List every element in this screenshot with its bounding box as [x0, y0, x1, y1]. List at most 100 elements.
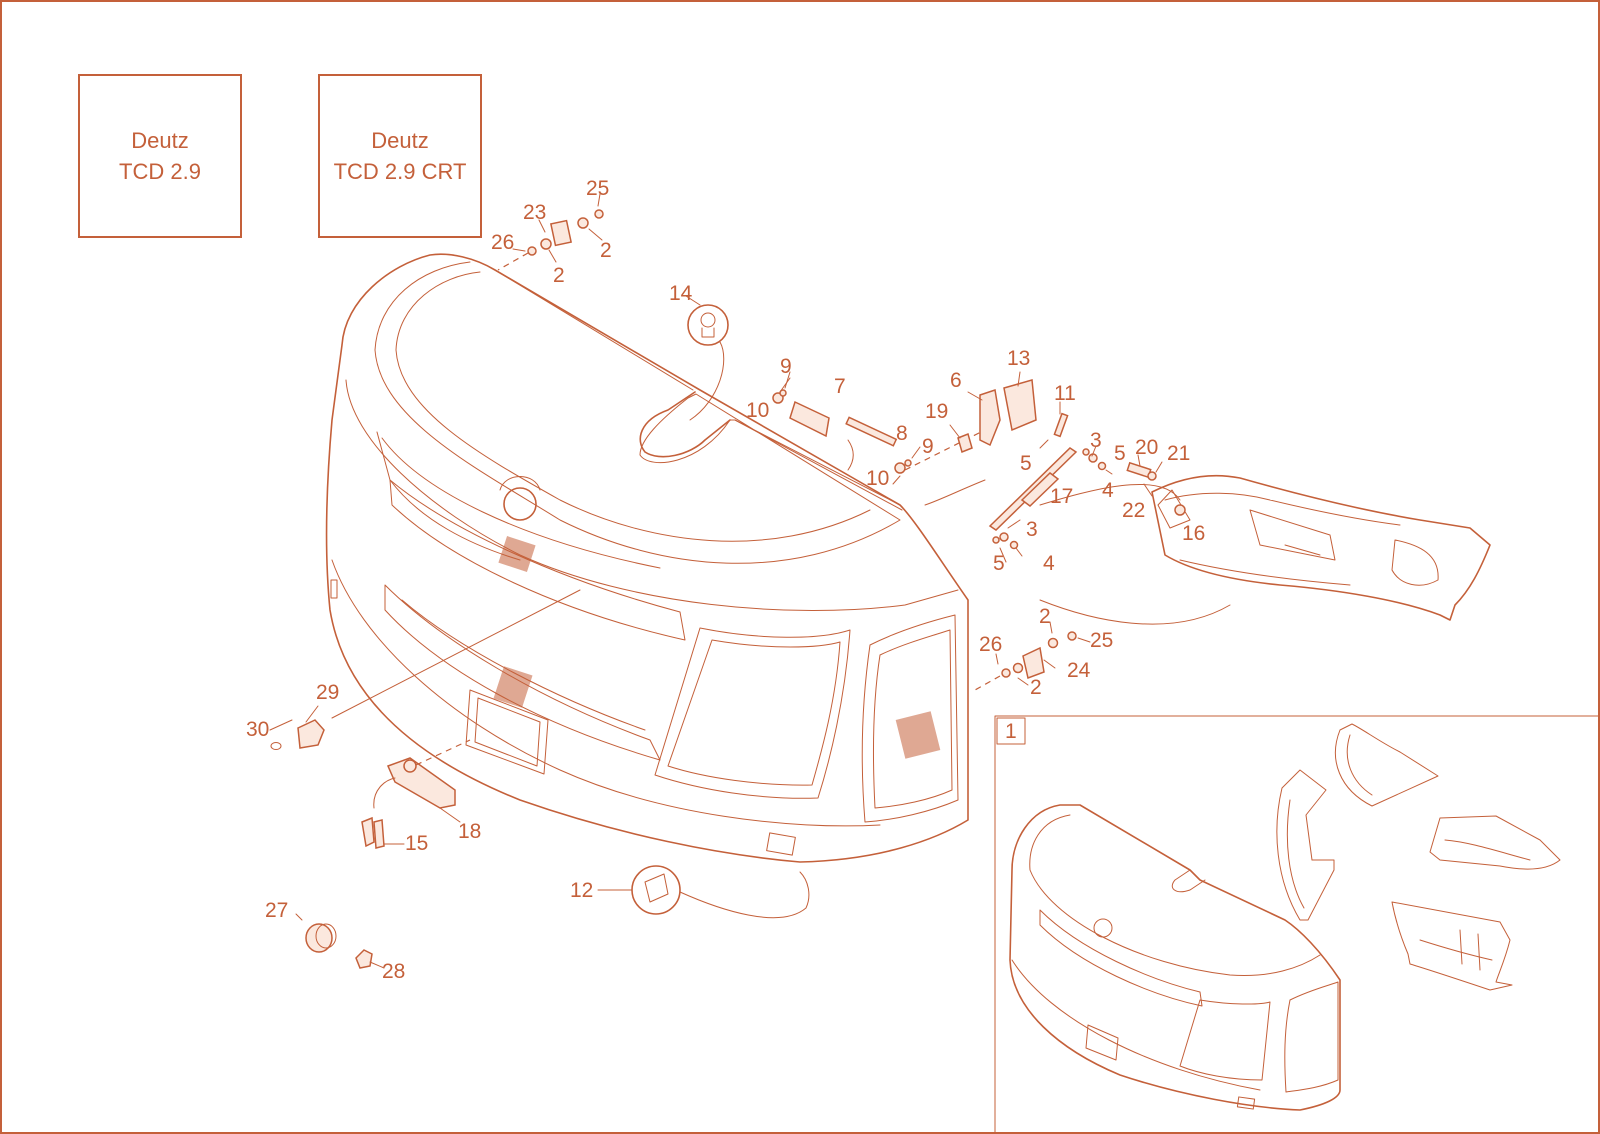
screw-16 — [1174, 504, 1186, 516]
callout-15: 15 — [405, 832, 428, 855]
nut-26a — [527, 246, 537, 256]
lower-bracket-group — [974, 621, 1091, 691]
inset-frame — [994, 715, 1600, 1134]
bolt-25b — [1067, 631, 1077, 641]
plugs-group — [295, 913, 385, 969]
nut-4b — [1009, 540, 1019, 550]
callout-10: 10 — [746, 399, 769, 422]
callout-3: 3 — [1026, 518, 1038, 541]
callout-6: 6 — [950, 369, 962, 392]
latch-6 — [979, 389, 1001, 447]
license-plate-recess — [465, 689, 549, 775]
hood-top-inner — [395, 271, 871, 542]
washer-10b — [894, 462, 906, 474]
washer-2d — [1012, 662, 1024, 674]
inset-part-corner — [1334, 723, 1439, 807]
callout-4: 4 — [1043, 552, 1055, 575]
inset-1 — [994, 715, 1600, 1134]
callout-13: 13 — [1007, 347, 1030, 370]
callout-2: 2 — [553, 264, 565, 287]
callout-25: 25 — [1090, 629, 1113, 652]
bracket-24 — [1022, 646, 1045, 680]
variant-box-tcd29-crt: Deutz TCD 2.9 CRT — [318, 74, 482, 238]
callout-30: 30 — [246, 718, 269, 741]
callout-2: 2 — [600, 239, 612, 262]
support-bracket-16 — [1039, 474, 1491, 625]
hood-emblem — [503, 487, 537, 521]
side-marker — [330, 579, 338, 599]
front-window — [654, 627, 851, 799]
clip-9a — [779, 389, 787, 397]
callout-27: 27 — [265, 899, 288, 922]
hinge-pin-8 — [845, 416, 898, 447]
variant-engine-label: Deutz — [131, 128, 189, 153]
callout-4: 4 — [1102, 479, 1114, 502]
hood-assembly — [325, 253, 969, 863]
callout-23: 23 — [523, 201, 546, 224]
nut-4a — [1097, 461, 1107, 471]
door-handle-18 — [386, 757, 456, 809]
upper-vent-grille — [498, 536, 536, 572]
hood-notch — [639, 391, 731, 458]
stud-20 — [1126, 461, 1152, 479]
inset-part-side-trim — [1276, 769, 1335, 921]
callout-10: 10 — [866, 467, 889, 490]
detail-12 — [597, 865, 810, 919]
washer-5b — [992, 536, 1000, 544]
washer-21 — [1147, 471, 1157, 481]
callout-26: 26 — [491, 231, 514, 254]
upper-grille-band — [389, 479, 686, 641]
hood-outline — [325, 253, 969, 863]
ball-3b — [999, 532, 1009, 542]
callout-11: 11 — [1054, 382, 1076, 405]
detail-14-circle — [687, 304, 729, 346]
callout-24: 24 — [1067, 659, 1091, 682]
striker-13 — [1003, 379, 1037, 432]
callout-9: 9 — [922, 435, 934, 458]
nut-26b — [1001, 668, 1011, 678]
washer-2c — [1047, 637, 1059, 649]
inset-part-flap — [1429, 815, 1561, 870]
bottom-lamp — [766, 832, 796, 856]
callout-14: 14 — [669, 282, 693, 305]
callout-29: 29 — [316, 681, 339, 704]
hood-front-face — [345, 379, 959, 612]
hinge-group — [772, 371, 986, 485]
hood-side-panel — [861, 614, 959, 823]
callout-2: 2 — [1039, 605, 1051, 628]
gas-strut-group — [924, 439, 1163, 563]
plug-27 — [305, 923, 333, 953]
callout-5: 5 — [1114, 442, 1126, 465]
callout-16: 16 — [1182, 522, 1205, 545]
key-15a — [361, 816, 375, 848]
callout-26: 26 — [979, 633, 1002, 656]
washer-5a — [1082, 448, 1090, 456]
inset-hood — [1009, 804, 1341, 1111]
callout-12: 12 — [570, 879, 593, 902]
callout-20: 20 — [1135, 436, 1158, 459]
hood-top-panel — [374, 261, 901, 564]
hinge-7 — [789, 400, 830, 438]
callout-25: 25 — [586, 177, 609, 200]
callout-7: 7 — [834, 375, 846, 398]
inset-part-grille-panel — [1391, 901, 1513, 991]
callout-numbers: 25 23 26 2 2 14 9 7 10 8 9 10 6 13 19 11… — [246, 177, 1205, 983]
callout-5: 5 — [993, 552, 1005, 575]
callout-21: 21 — [1167, 442, 1190, 465]
latch-group — [949, 371, 1069, 454]
key-15b — [373, 819, 385, 849]
callout-2: 2 — [1030, 676, 1042, 699]
inset-label-box — [996, 717, 1026, 745]
callout-3: 3 — [1090, 429, 1102, 452]
ball-3a — [1088, 453, 1098, 463]
plate-19 — [957, 432, 973, 454]
o-ring-30 — [270, 742, 282, 750]
lock-cylinder-29 — [297, 719, 325, 749]
detail-12-circle — [631, 865, 681, 915]
callout-19: 19 — [925, 400, 948, 423]
inset-number: 1 — [1005, 720, 1017, 743]
callout-9: 9 — [780, 355, 792, 378]
